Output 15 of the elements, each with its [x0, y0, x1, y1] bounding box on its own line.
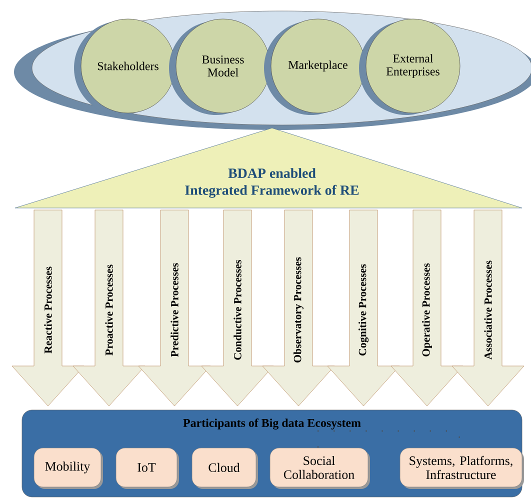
edge-label: Observatory Processes — [294, 257, 304, 362]
edge-label: Proactive Processes — [105, 264, 113, 356]
rounded-box: Systems, Platforms, Infrastructure — [400, 448, 524, 489]
rounded-box: Cloud — [192, 448, 258, 489]
edge-label: Associative Processes — [484, 260, 492, 360]
rounded-box: Social Collaboration — [270, 448, 370, 489]
edge-label: Conductive Processes — [234, 260, 242, 360]
rounded-box: Mobility — [34, 448, 103, 489]
triangle: BDAP enabled Integrated Framework of RE — [14, 128, 522, 208]
block-arrow — [452, 210, 524, 406]
edge-label: Predictive Processes — [170, 263, 178, 357]
edge-label: Cognitive Processes — [358, 264, 369, 356]
edge-label: Reactive Processes — [44, 266, 52, 354]
edge-label: Operative Processes — [422, 263, 432, 356]
rounded-box: IoT — [116, 448, 179, 489]
